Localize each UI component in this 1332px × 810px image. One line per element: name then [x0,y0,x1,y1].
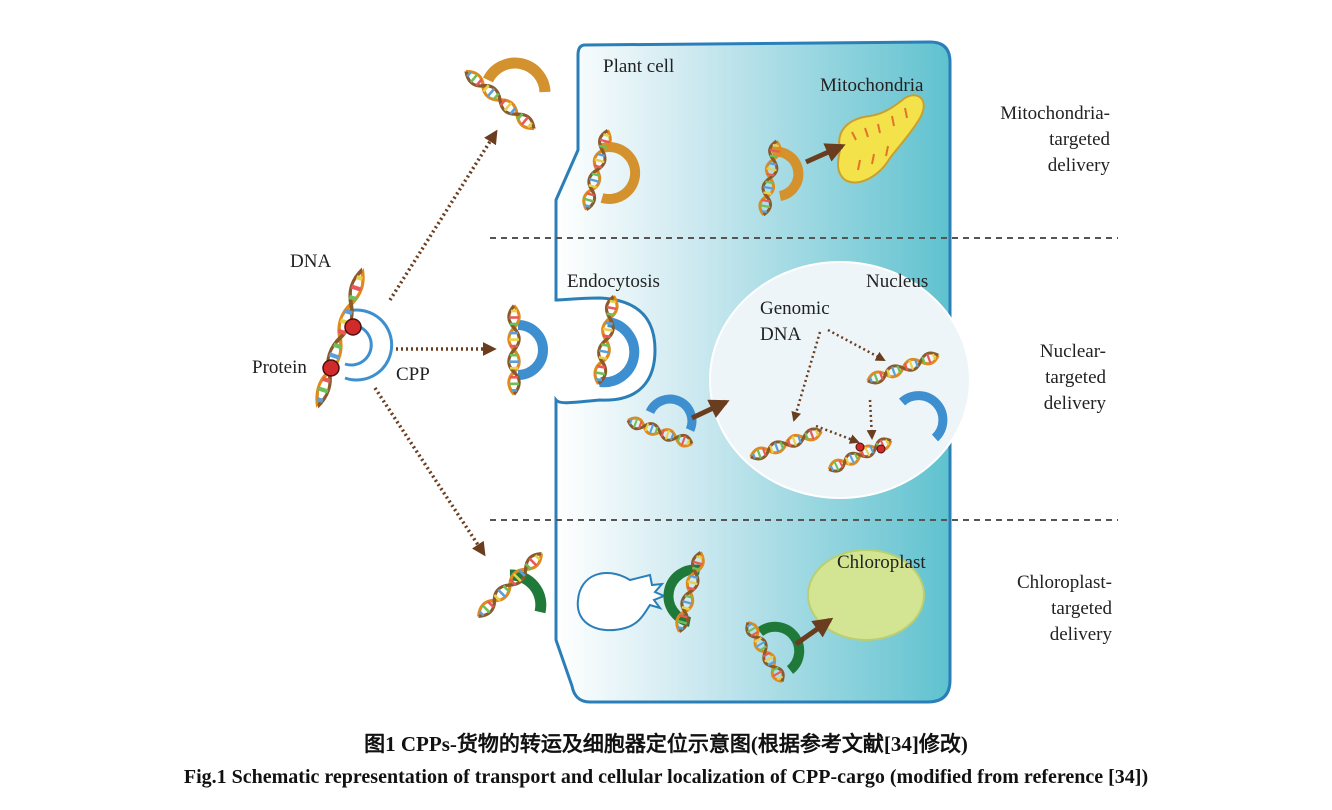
label-plant-cell: Plant cell [603,56,674,77]
dna-helix-start [313,268,367,407]
cpp-mito-external [483,57,551,93]
label-genomic: Genomic [760,298,830,319]
label-mitochondria: Mitochondria [820,75,924,96]
dna-helix-nuclear-endocytosis [591,293,621,387]
side-label-chloro-line1: Chloroplast- [1017,572,1112,593]
arrow-genomic-2 [827,328,886,362]
dna-helix-nuclear-external [506,303,522,397]
label-dna: DNA [290,251,331,272]
protein-dot-nucleus-2 [876,444,886,454]
cpp-chloro-external [509,569,547,614]
side-label-chloro-line3: delivery [1049,624,1112,645]
arrow-genomic-4 [866,399,877,440]
arrow-into-nucleus [690,399,730,421]
cpp-chloro-targeting [756,621,805,674]
arrow-genomic-1 [791,331,822,422]
figure-caption-chinese: 图1 CPPs-货物的转运及细胞器定位示意图(根据参考文献[34]修改) [364,732,968,756]
cpp-nuclear-external [517,320,548,380]
dna-helix-mito-external [460,65,540,135]
cpp-chloro-endosome [663,564,701,627]
cpp-nuclear-endocytosis [599,317,640,388]
side-label-nuclear-line3: delivery [1043,393,1106,414]
label-chloroplast: Chloroplast [837,552,926,573]
label-genomic-dna: DNA [760,324,801,345]
protein-dot-2 [322,359,340,377]
cpp-start-outer [344,308,394,382]
endosome-vesicle [576,571,667,632]
label-protein: Protein [252,357,307,378]
protein-dot-nucleus-1 [855,442,865,452]
arrow-to-chloro [373,387,486,557]
side-label-mito-line1: Mitochondria- [1000,103,1110,124]
cpp-nuclear-released [898,391,948,442]
side-label-nuclear-line1: Nuclear- [1039,341,1106,362]
label-cpp: CPP [396,364,430,385]
protein-dot-1 [344,318,362,336]
cpp-nuclear-cytoplasm [645,394,697,432]
side-label-mito-line2: targeted [1049,129,1110,150]
arrow-into-chloroplast [794,617,834,647]
chloroplast [807,549,925,641]
label-nucleus: Nucleus [866,271,928,292]
arrow-into-mito [804,143,846,165]
side-label-mito-line3: delivery [1047,155,1110,176]
side-label-nuclear-line2: targeted [1045,367,1106,388]
side-label-chloro: Chloroplast- targeted delivery [952,570,1112,648]
label-endocytosis: Endocytosis [567,271,660,292]
side-label-mito: Mitochondria- targeted delivery [950,101,1110,179]
mitochondrion-cristae [851,107,908,171]
figure-caption-english: Fig.1 Schematic representation of transp… [183,766,1149,788]
side-label-chloro-line2: targeted [1051,598,1112,619]
side-label-nuclear: Nuclear- targeted delivery [946,339,1106,417]
cpp-mito-inside [600,142,641,204]
arrow-to-mito [388,129,498,301]
nucleus [709,261,971,499]
